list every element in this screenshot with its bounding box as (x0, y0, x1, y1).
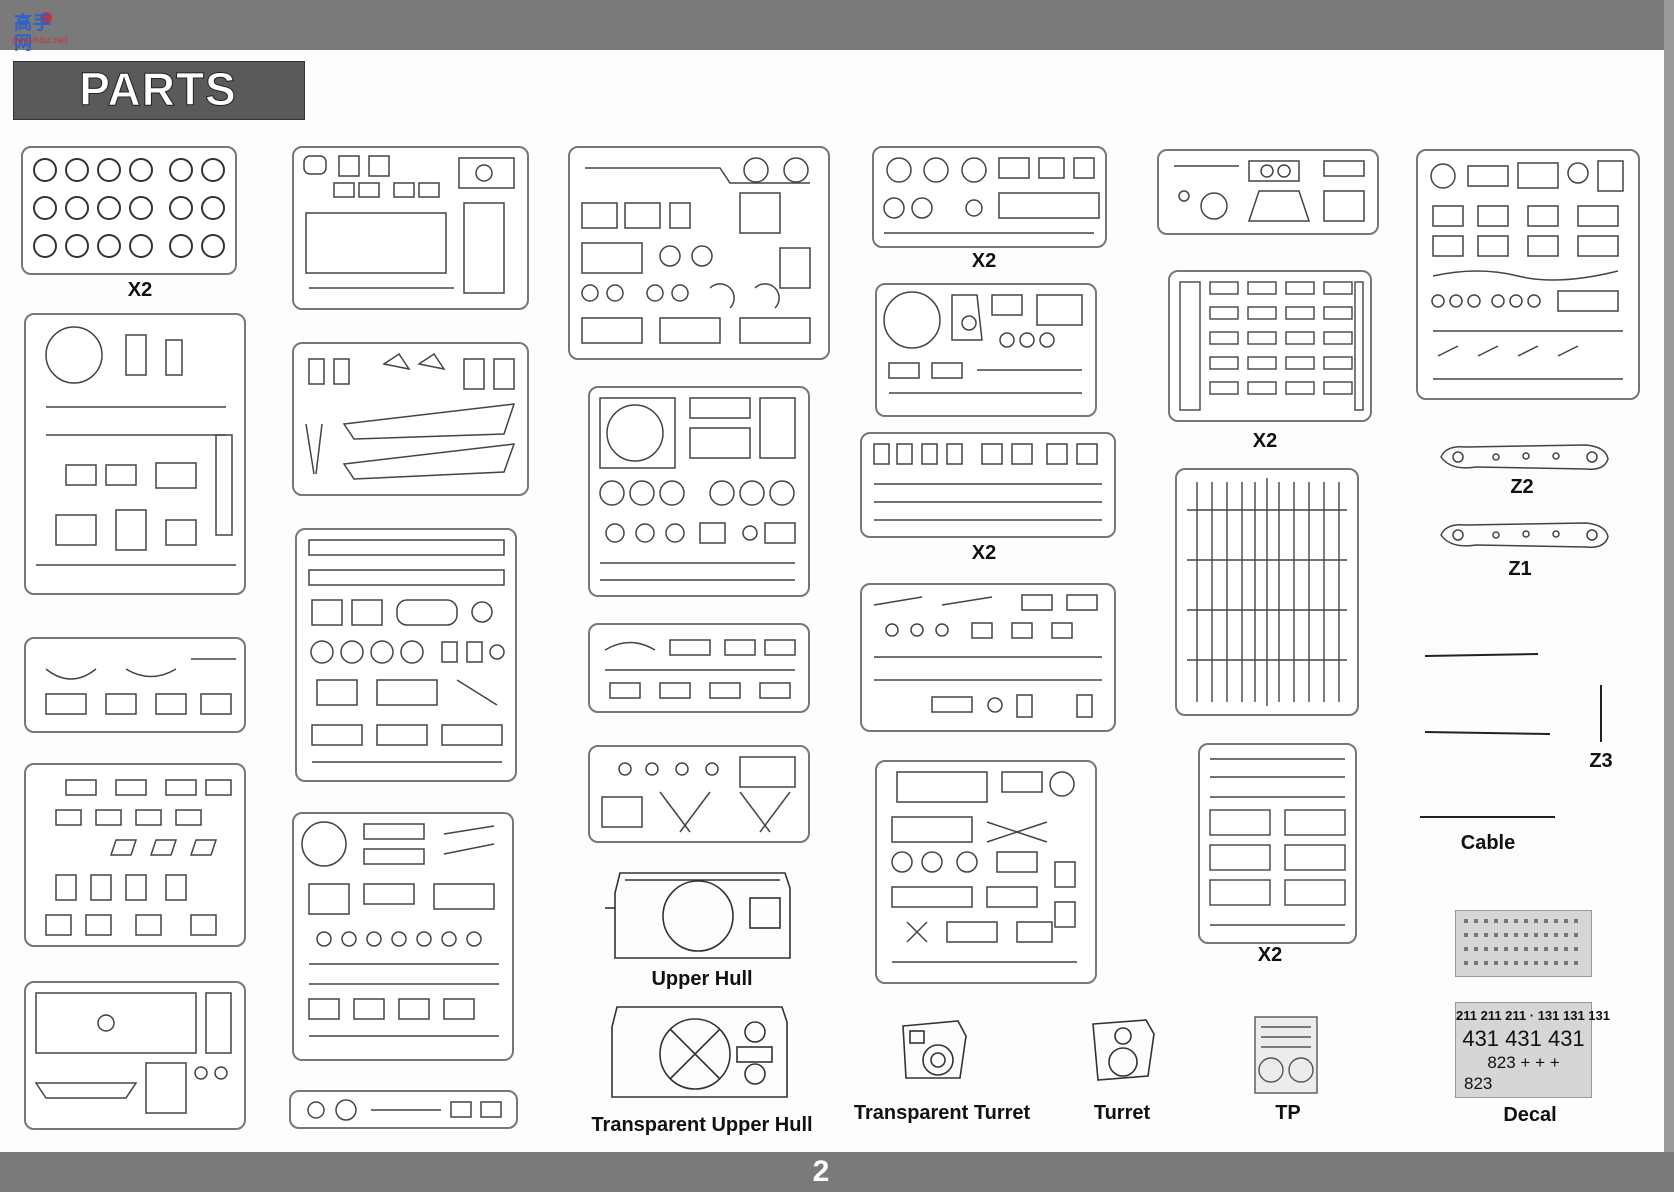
sprue-d (872, 146, 1107, 248)
sprue-h-quantity-label: X2 (971, 542, 997, 564)
sprue-h-parts (873, 443, 1102, 521)
sprue-u (295, 528, 517, 782)
sprue-s (292, 146, 529, 310)
title-box (13, 61, 305, 120)
decal-sheet-small (1455, 910, 1592, 977)
sprue-x (1416, 149, 1640, 400)
z2-part-drawing (1440, 444, 1609, 471)
sprue-r-parts (45, 779, 232, 936)
sprue-t (292, 342, 529, 496)
sprue-u-parts (308, 539, 505, 763)
sprue-a (568, 146, 830, 360)
turret-label: Turret (1093, 1102, 1151, 1124)
transparent-turret-label: Transparent Turret (853, 1102, 1031, 1124)
sprue-y-parts (1174, 160, 1365, 222)
z2-label: Z2 (1510, 476, 1534, 498)
decal-row-1: 211 211 211 · 131 131 131 (1456, 1008, 1610, 1023)
tp-photoetch-drawing (1254, 1016, 1318, 1094)
upper-hull-drawing (605, 872, 791, 959)
sprue-b2-parts (34, 992, 232, 1114)
cable-label: Cable (1460, 832, 1516, 854)
sprue-wheels (21, 146, 237, 275)
decal-row-2: 431 431 431 (1462, 1026, 1585, 1051)
page-number: 2 (812, 1155, 830, 1188)
road-wheels-drawing (33, 158, 225, 258)
tp-label: TP (1275, 1102, 1301, 1124)
sprue-e2 (588, 623, 810, 713)
sprue-f-quantity-label: X2 (1257, 944, 1283, 966)
sprue-h (860, 432, 1116, 538)
sprue-j-parts (873, 594, 1102, 718)
sprue-v (588, 386, 810, 597)
cable-drawing (1420, 816, 1555, 818)
sprue-q (24, 637, 246, 733)
decal-label: Decal (1503, 1104, 1557, 1126)
z3-rods-drawing (1424, 653, 1602, 742)
tracks-quantity-label: X2 (1252, 430, 1278, 452)
bottom-bar (0, 1152, 1674, 1192)
sprue-s2 (1175, 468, 1359, 716)
z3-label: Z3 (1589, 750, 1613, 772)
transparent-upper-hull-label: Transparent Upper Hull (591, 1114, 813, 1136)
sprue-t-parts (305, 352, 516, 480)
sprue-k (875, 760, 1097, 984)
decal-small-marks (1464, 919, 1578, 965)
z1-part-drawing (1440, 522, 1609, 549)
sprue-b-parts (601, 756, 796, 833)
turret-drawing (1092, 1019, 1155, 1081)
top-bar (0, 0, 1674, 50)
sprue-j (860, 583, 1116, 732)
track-links-drawing (1179, 281, 1364, 411)
site-logo: 高手网 gaoshou.net (6, 6, 70, 54)
logo-text: 高手网 (14, 13, 52, 54)
sprue-f-parts (1209, 758, 1346, 926)
sprue-d-parts (883, 157, 1100, 234)
z1-label: Z1 (1508, 558, 1532, 580)
decal-row-3: 823 + + + (1487, 1053, 1560, 1072)
sprue-g-parts (301, 821, 499, 1037)
sprue-tracks (1168, 270, 1372, 422)
sprue-w-parts (883, 291, 1083, 394)
sprue-s-parts (303, 155, 515, 294)
sprue-q-parts (45, 658, 236, 715)
transparent-turret-drawing (902, 1020, 967, 1079)
logo-icon (40, 12, 52, 24)
sprue-bottom-small-parts (307, 1099, 502, 1121)
sprue-a-parts (581, 157, 811, 344)
sprue-b2 (24, 981, 246, 1130)
sprue-b (588, 745, 810, 843)
sprue-p (24, 313, 246, 595)
sprue-y (1157, 149, 1379, 235)
sprue-s2-parts (1187, 478, 1347, 706)
sprue-g (292, 812, 514, 1061)
transparent-upper-hull-drawing (611, 1006, 788, 1098)
decal-row-4: 823 (1464, 1074, 1493, 1093)
page-title: PARTS (79, 63, 237, 116)
sprue-p-parts (36, 326, 236, 566)
logo-subtext: gaoshou.net (12, 36, 68, 46)
upper-hull-label: Upper Hull (651, 968, 753, 990)
decal-sheet-numbers: 211 211 211 · 131 131 131 431 431 431 82… (1455, 1002, 1610, 1098)
sprue-x-parts (1430, 160, 1624, 380)
sprue-k-parts (891, 771, 1077, 963)
sprue-d-quantity-label: X2 (971, 250, 997, 272)
sprue-f (1198, 743, 1357, 944)
page-edge (1664, 0, 1674, 1192)
sprue-v-parts (599, 397, 796, 581)
sprue-r (24, 763, 246, 947)
sprue-w (875, 283, 1097, 417)
sprue-e2-parts (604, 639, 796, 699)
wheels-quantity-label: X2 (127, 279, 153, 301)
sprue-bottom-small (289, 1090, 518, 1129)
